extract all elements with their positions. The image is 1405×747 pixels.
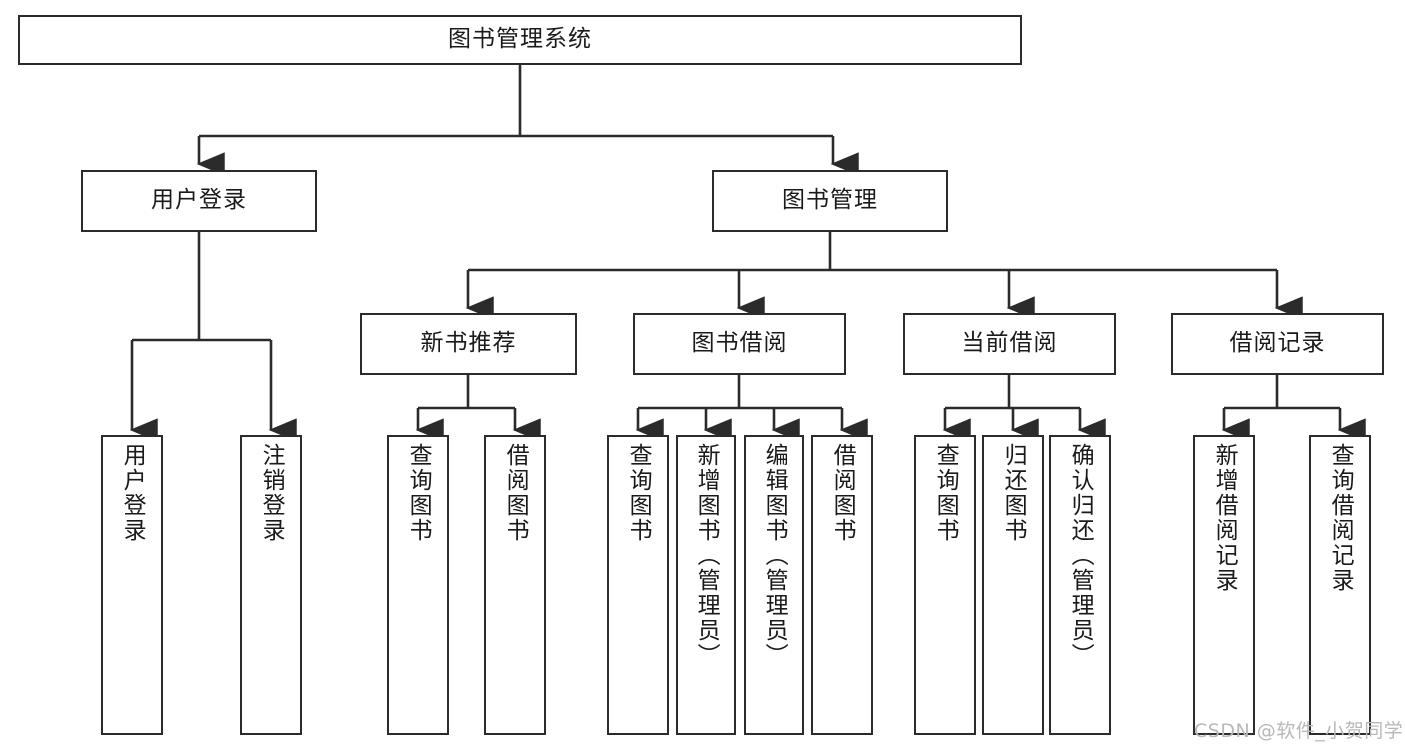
leaf-recommend-query-book[interactable]: 查询图书: [387, 435, 449, 735]
node-label: 新增图书（管理员）: [693, 443, 720, 668]
node-label: 用户登录: [119, 443, 146, 543]
node-root[interactable]: 图书管理系统: [18, 15, 1022, 65]
node-label: 用户登录: [151, 187, 247, 214]
node-label: 借阅记录: [1229, 330, 1326, 357]
node-label: 图书管理: [782, 187, 878, 214]
node-label: 查询图书: [932, 443, 959, 543]
node-label: 查询图书: [405, 443, 432, 543]
node-label: 新增借阅记录: [1211, 443, 1238, 593]
node-label: 查询图书: [625, 443, 652, 543]
node-label: 借阅图书: [829, 443, 856, 543]
node-label: 注销登录: [258, 443, 285, 543]
node-label: 新书推荐: [420, 330, 517, 357]
leaf-current-query-book[interactable]: 查询图书: [914, 435, 976, 735]
node-label: 图书管理系统: [448, 26, 592, 53]
node-label: 归还图书: [1000, 443, 1027, 543]
node-label: 查询借阅记录: [1327, 443, 1354, 593]
leaf-recommend-borrow-book[interactable]: 借阅图书: [484, 435, 546, 735]
leaf-user-login-login[interactable]: 用户登录: [101, 435, 163, 735]
node-book-borrow[interactable]: 图书借阅: [633, 313, 846, 375]
leaf-record-add-record[interactable]: 新增借阅记录: [1193, 435, 1255, 735]
node-label: 确认归还（管理员）: [1067, 443, 1094, 668]
leaf-borrow-query-book[interactable]: 查询图书: [607, 435, 669, 735]
node-label: 图书借阅: [691, 330, 788, 357]
node-new-book-recommend[interactable]: 新书推荐: [360, 313, 577, 375]
leaf-borrow-add-book-admin[interactable]: 新增图书（管理员）: [676, 435, 736, 735]
node-current-borrow[interactable]: 当前借阅: [903, 313, 1116, 375]
node-borrow-record[interactable]: 借阅记录: [1171, 313, 1384, 375]
node-book-management[interactable]: 图书管理: [712, 170, 948, 232]
csdn-watermark: CSDN @软件_小贺同学: [1194, 720, 1404, 742]
node-label: 当前借阅: [961, 330, 1058, 357]
leaf-record-query-record[interactable]: 查询借阅记录: [1309, 435, 1371, 735]
leaf-borrow-edit-book-admin[interactable]: 编辑图书（管理员）: [744, 435, 804, 735]
node-label: 借阅图书: [502, 443, 529, 543]
leaf-current-confirm-return-admin[interactable]: 确认归还（管理员）: [1049, 435, 1111, 735]
leaf-current-return-book[interactable]: 归还图书: [982, 435, 1044, 735]
node-label: 编辑图书（管理员）: [761, 443, 788, 668]
leaf-user-login-logout[interactable]: 注销登录: [240, 435, 302, 735]
leaf-borrow-borrow-book[interactable]: 借阅图书: [811, 435, 873, 735]
node-user-login[interactable]: 用户登录: [81, 170, 317, 232]
